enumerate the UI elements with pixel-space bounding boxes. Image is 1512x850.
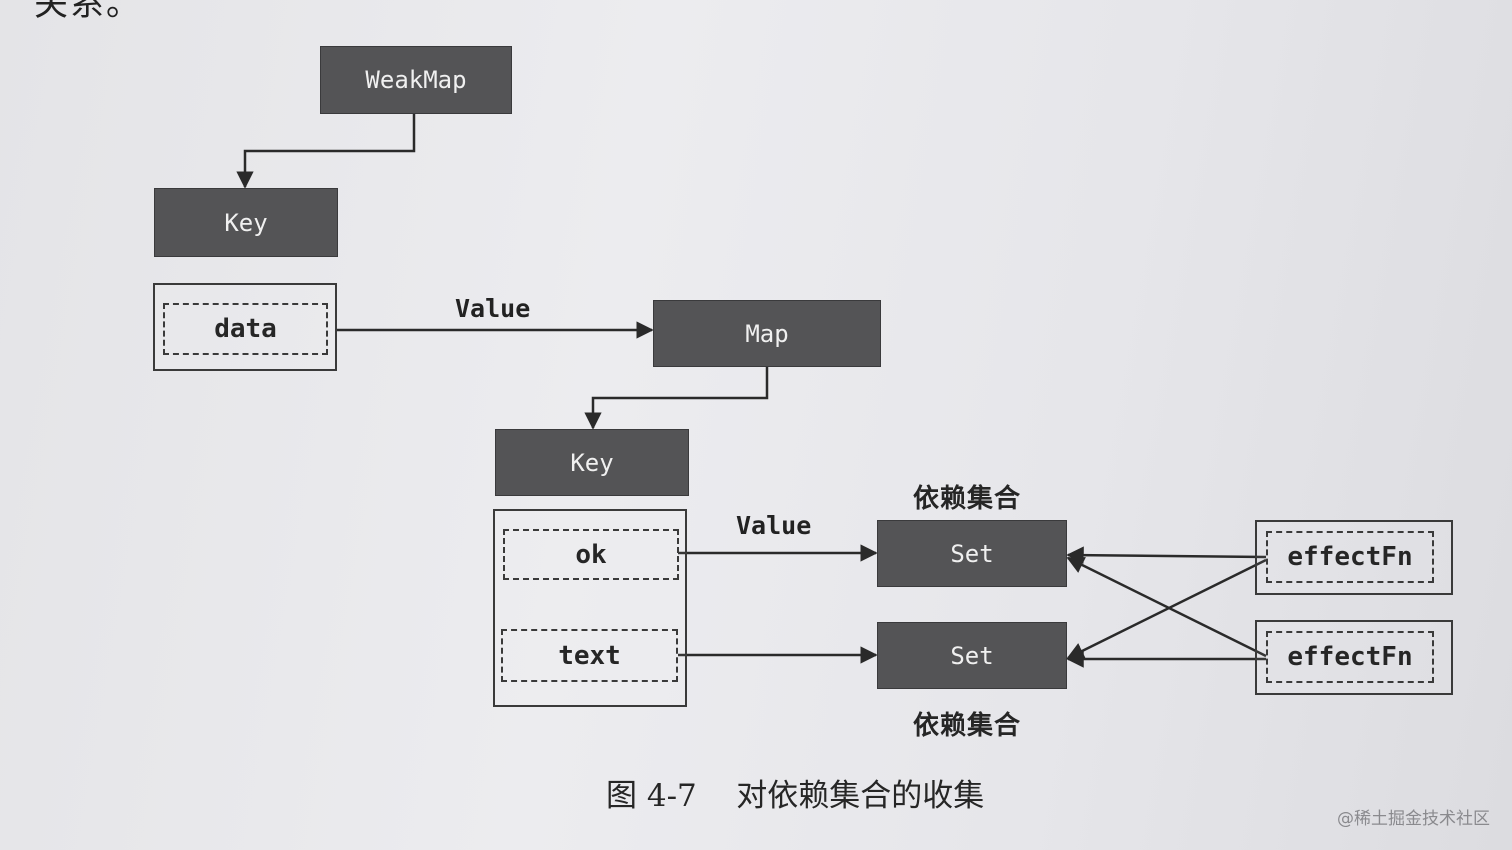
value-label-outer: Value bbox=[455, 294, 531, 323]
page-edge-text: 关系。 bbox=[34, 0, 142, 24]
figure-caption: 图 4-7 对依赖集合的收集 bbox=[606, 778, 985, 814]
effect-top-to-set-top-arrow bbox=[1066, 546, 1267, 564]
ok-key-node: ok bbox=[503, 529, 679, 580]
key-node-outer: Key bbox=[154, 188, 338, 257]
set-node-top: Set bbox=[877, 520, 1067, 587]
dependency-set-label-bottom: 依赖集合 bbox=[913, 711, 1022, 741]
inner-keys-container bbox=[493, 509, 687, 707]
data-key-node: data bbox=[163, 303, 328, 355]
effect-top-to-set-bottom-arrow bbox=[1066, 558, 1267, 660]
value-label-inner: Value bbox=[736, 511, 812, 540]
key-node-inner: Key bbox=[495, 429, 689, 496]
effect-fn-node-bottom: effectFn bbox=[1266, 631, 1434, 683]
watermark: @稀土掘金技术社区 bbox=[1337, 809, 1490, 829]
dependency-set-label-top: 依赖集合 bbox=[913, 484, 1022, 514]
data-key-container bbox=[153, 283, 337, 371]
effect-bottom-to-set-top-arrow bbox=[1066, 556, 1267, 658]
weakmap-to-key-arrow bbox=[236, 114, 416, 189]
effect-fn-node-top: effectFn bbox=[1266, 531, 1434, 583]
text-key-node: text bbox=[501, 629, 678, 682]
map-node: Map bbox=[653, 300, 881, 367]
map-to-key-arrow bbox=[584, 367, 769, 430]
set-node-bottom: Set bbox=[877, 622, 1067, 689]
weakmap-node: WeakMap bbox=[320, 46, 512, 114]
